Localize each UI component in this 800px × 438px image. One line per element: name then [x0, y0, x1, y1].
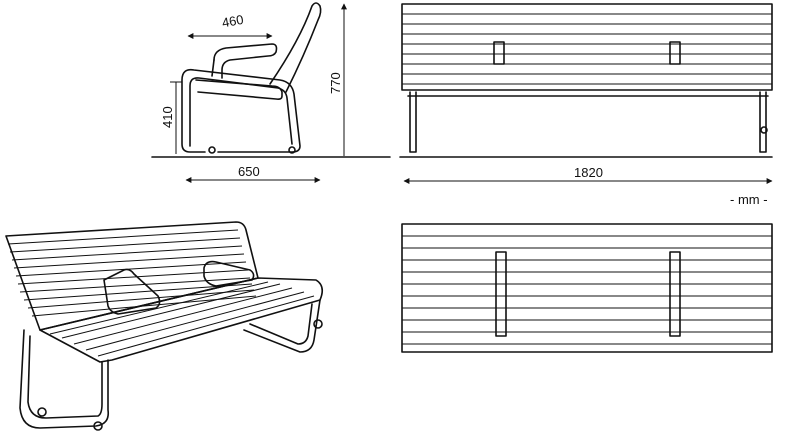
persp-armrest-left — [103, 268, 161, 315]
top-armrest-left — [495, 251, 507, 337]
side-frame — [181, 68, 301, 153]
persp-foot-left — [37, 407, 47, 417]
dim-seat-height-label: 410 — [160, 106, 175, 128]
top-outline — [401, 223, 773, 353]
persp-leg-front-inner — [27, 335, 103, 419]
persp-leg-rear — [243, 299, 321, 353]
front-bolt — [760, 126, 768, 134]
front-view: 1820 - mm - — [399, 3, 773, 207]
persp-leg-front — [19, 329, 110, 429]
front-slats — [402, 13, 772, 85]
side-seat — [195, 79, 283, 100]
unit-label: - mm - — [730, 192, 768, 207]
side-armrest — [213, 43, 278, 79]
side-backrest — [269, 2, 322, 93]
persp-foot-rear — [313, 319, 323, 329]
dim-depth-label: 650 — [238, 164, 260, 179]
dim-arm-depth-label: 460 — [221, 12, 245, 31]
side-frame-inner — [189, 77, 293, 147]
persp-backrest — [5, 221, 259, 331]
persp-leg-rear-inner — [249, 303, 313, 345]
persp-seat-slats — [49, 281, 315, 357]
perspective-view — [5, 221, 324, 431]
side-foot-rear — [288, 146, 296, 154]
side-foot-front — [208, 146, 216, 154]
front-armrest-right — [669, 41, 681, 65]
front-leg-left — [409, 91, 417, 153]
top-slats — [402, 235, 772, 345]
front-leg-right — [759, 91, 767, 153]
front-armrest-left — [493, 41, 505, 65]
persp-seat — [39, 277, 324, 363]
side-armrest-post — [211, 59, 215, 77]
top-armrest-right — [669, 251, 681, 337]
top-view — [401, 223, 773, 353]
front-backrest — [401, 3, 773, 91]
dim-total-height-label: 770 — [328, 72, 343, 94]
persp-armrest-right — [203, 260, 255, 287]
persp-foot-right — [93, 421, 103, 431]
side-view: 460 410 770 650 — [151, 2, 391, 183]
persp-back-slats — [7, 229, 257, 317]
dim-length-label: 1820 — [574, 165, 603, 180]
